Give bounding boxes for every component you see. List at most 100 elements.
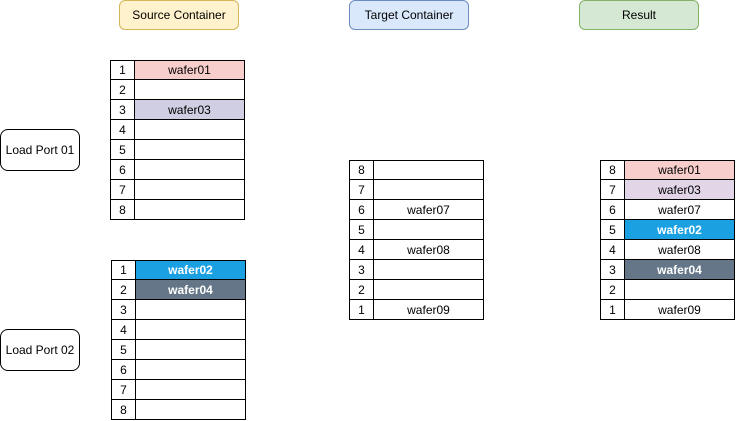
table-row: 8 [349, 160, 484, 180]
wafer-cell [135, 80, 245, 100]
table-row: 5 [111, 340, 246, 360]
slot-number: 4 [349, 240, 374, 260]
slot-number: 3 [111, 300, 136, 320]
table-row: 2 [600, 280, 735, 300]
slot-number: 4 [111, 320, 136, 340]
wafer-cell [136, 360, 246, 380]
wafer-cell [374, 180, 484, 200]
table-row: 5 [110, 140, 245, 160]
wafer-cell [136, 320, 246, 340]
wafer-cell: wafer08 [625, 240, 735, 260]
slot-number: 2 [349, 280, 374, 300]
load-port-02: Load Port 02 [0, 329, 80, 371]
wafer-cell [135, 200, 245, 220]
wafer-cell: wafer02 [136, 260, 246, 280]
slot-number: 3 [349, 260, 374, 280]
slot-number: 1 [110, 60, 135, 80]
wafer-cell: wafer08 [374, 240, 484, 260]
table-row: 4 [111, 320, 246, 340]
slot-number: 6 [111, 360, 136, 380]
table-row: 7 [349, 180, 484, 200]
slot-number: 3 [110, 100, 135, 120]
table-row: 3 [349, 260, 484, 280]
slot-number: 7 [600, 180, 625, 200]
wafer-cell [136, 400, 246, 420]
table-row: 2 [110, 80, 245, 100]
wafer-cell [135, 140, 245, 160]
slot-number: 8 [349, 160, 374, 180]
wafer-cell [136, 340, 246, 360]
table-row: 8 [110, 200, 245, 220]
slot-number: 3 [600, 260, 625, 280]
slot-number: 7 [349, 180, 374, 200]
slot-number: 4 [600, 240, 625, 260]
result-header: Result [579, 0, 699, 30]
slot-number: 5 [349, 220, 374, 240]
slot-number: 2 [110, 80, 135, 100]
wafer-cell [625, 280, 735, 300]
wafer-cell [135, 180, 245, 200]
wafer-cell: wafer07 [374, 200, 484, 220]
wafer-cell [374, 160, 484, 180]
wafer-cell [374, 220, 484, 240]
slot-number: 1 [111, 260, 136, 280]
slot-number: 5 [600, 220, 625, 240]
load-port-01: Load Port 01 [0, 129, 80, 171]
wafer-cell: wafer01 [625, 160, 735, 180]
slot-number: 1 [349, 300, 374, 320]
wafer-cell: wafer03 [625, 180, 735, 200]
slot-number: 7 [110, 180, 135, 200]
table-row: 8 [111, 400, 246, 420]
slot-number: 8 [600, 160, 625, 180]
wafer-cell: wafer04 [625, 260, 735, 280]
target-container-header: Target Container [349, 0, 469, 30]
wafer-cell [374, 280, 484, 300]
wafer-cell: wafer02 [625, 220, 735, 240]
slot-number: 6 [600, 200, 625, 220]
slot-number: 8 [110, 200, 135, 220]
wafer-cell: wafer09 [374, 300, 484, 320]
slot-number: 4 [110, 120, 135, 140]
wafer-cell: wafer07 [625, 200, 735, 220]
table-row: 7 [110, 180, 245, 200]
source-container-header: Source Container [119, 0, 239, 30]
slot-number: 2 [111, 280, 136, 300]
wafer-cell: wafer01 [135, 60, 245, 80]
wafer-cell: wafer09 [625, 300, 735, 320]
table-row: 6 [111, 360, 246, 380]
table-row: 3 [111, 300, 246, 320]
table-row: 6 [110, 160, 245, 180]
table-row: 5 [349, 220, 484, 240]
slot-number: 7 [111, 380, 136, 400]
slot-number: 6 [349, 200, 374, 220]
slot-number: 1 [600, 300, 625, 320]
wafer-cell: wafer04 [136, 280, 246, 300]
table-row: 4 [110, 120, 245, 140]
slot-number: 6 [110, 160, 135, 180]
slot-number: 8 [111, 400, 136, 420]
wafer-cell [136, 300, 246, 320]
table-row: 2 [349, 280, 484, 300]
slot-number: 2 [600, 280, 625, 300]
wafer-cell [136, 380, 246, 400]
table-row: 7 [111, 380, 246, 400]
wafer-cell [135, 120, 245, 140]
wafer-cell [374, 260, 484, 280]
slot-number: 5 [110, 140, 135, 160]
